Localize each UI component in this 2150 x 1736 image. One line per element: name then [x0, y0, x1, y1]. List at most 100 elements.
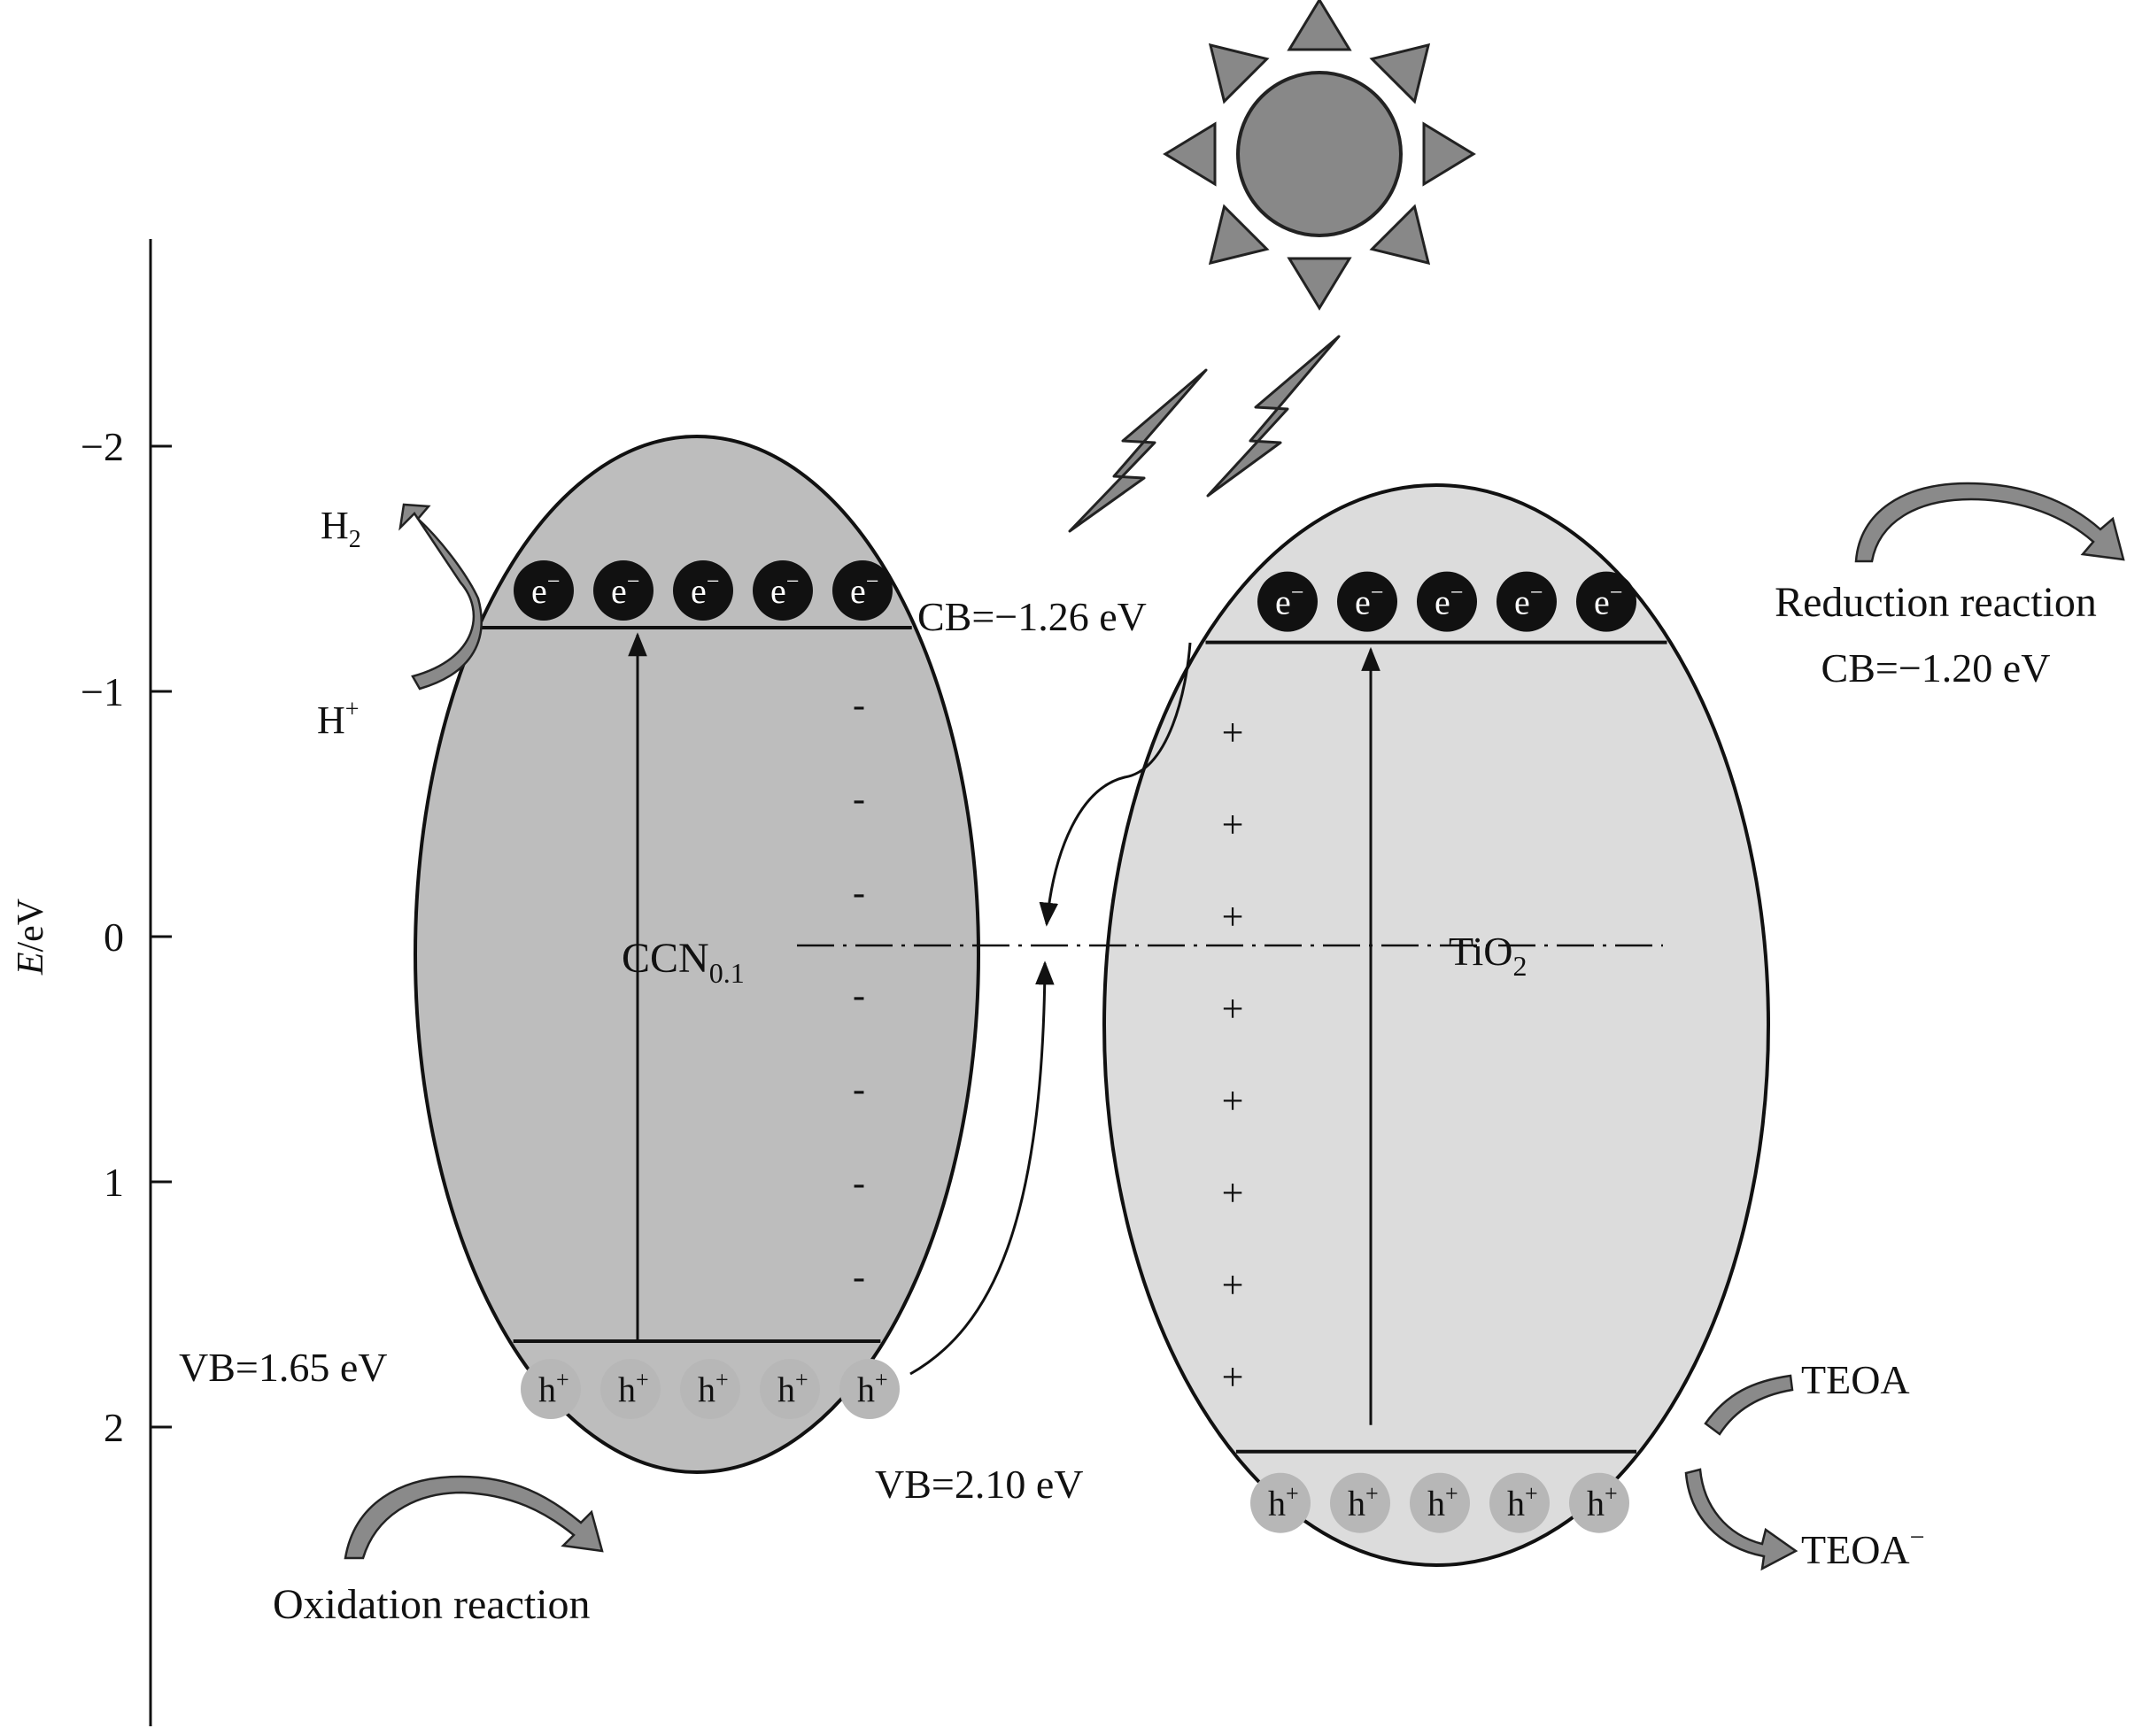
hole: h+	[600, 1359, 661, 1420]
electron: e−	[832, 559, 893, 621]
axis-label: E/eV	[11, 899, 51, 976]
tio2-positive-charges: ++++++++	[1222, 711, 1244, 1399]
ccn-holes: h+ h+ h+ h+ h+	[521, 1359, 900, 1420]
positive-charge: +	[1222, 803, 1244, 846]
svg-text:h+: h+	[618, 1367, 649, 1409]
negative-charge: -	[853, 873, 865, 914]
hole: h+	[760, 1359, 820, 1420]
tio2-cb-label: CB=−1.20 eV	[1821, 645, 2051, 691]
negative-charge: -	[853, 685, 865, 726]
hole: h+	[839, 1359, 900, 1420]
ccn-cb-label: CB=−1.26 eV	[917, 594, 1147, 639]
negative-charge: -	[853, 1257, 865, 1298]
axis-tick-label: 0	[104, 914, 124, 960]
axis-tick-label: −1	[81, 669, 124, 714]
sun-disc	[1236, 71, 1403, 237]
tio2-particle	[1102, 483, 1770, 1567]
negative-charge: -	[853, 1069, 865, 1110]
electron: e−	[753, 559, 813, 621]
electron: e−	[593, 559, 654, 621]
svg-text:h+: h+	[538, 1367, 569, 1409]
hole: h+	[1410, 1472, 1470, 1533]
positive-charge: +	[1222, 1263, 1244, 1307]
svg-text:h+: h+	[1507, 1481, 1538, 1524]
svg-text:e−: e−	[1355, 580, 1383, 622]
hole: h+	[1330, 1472, 1390, 1533]
tio2-electrons: e− e− e− e− e−	[1257, 571, 1636, 632]
positive-charge: +	[1222, 987, 1244, 1030]
teoa-minus-label: TEOA−	[1801, 1523, 1925, 1572]
svg-text:h+: h+	[1348, 1481, 1379, 1524]
hole: h+	[680, 1359, 740, 1420]
positive-charge: +	[1222, 1171, 1244, 1215]
negative-charge: -	[853, 976, 865, 1016]
svg-text:h+: h+	[1268, 1481, 1299, 1524]
sun-ray	[1422, 121, 1476, 187]
reduction-label: Reduction reaction	[1775, 579, 2097, 626]
oxidation-arrow	[344, 1475, 604, 1560]
teoa-label: TEOA	[1801, 1357, 1910, 1402]
svg-text:h+: h+	[857, 1367, 888, 1409]
electron: e−	[1576, 571, 1636, 632]
svg-text:e−: e−	[1435, 580, 1463, 622]
electron: e−	[1417, 571, 1477, 632]
sun-ray	[1369, 204, 1431, 266]
electron: e−	[514, 559, 574, 621]
reduction-arrow	[1854, 482, 2125, 563]
hole-transfer-arrow	[909, 961, 1055, 1376]
sun-ray	[1369, 42, 1431, 104]
ccn-electrons: e− e− e− e− e−	[514, 559, 893, 621]
hole: h+	[1250, 1472, 1311, 1533]
tio2-vb-label: VB=2.10 eV	[875, 1462, 1083, 1507]
ccn-vb-label: VB=1.65 eV	[179, 1345, 387, 1390]
positive-charge: +	[1222, 1355, 1244, 1399]
sun-ray	[1208, 204, 1270, 266]
electron-transfer-arrow	[1039, 642, 1192, 927]
axis-tick-label: −2	[81, 424, 124, 469]
hole: h+	[1569, 1472, 1629, 1533]
h-plus-label: H+	[317, 696, 360, 742]
svg-text:h+: h+	[777, 1367, 808, 1409]
positive-charge: +	[1222, 1079, 1244, 1123]
electron: e−	[1257, 571, 1318, 632]
hole: h+	[1489, 1472, 1550, 1533]
ccn-negative-charges: - - - - - - -	[853, 685, 865, 1298]
ccn-particle	[414, 435, 980, 1474]
svg-text:e−: e−	[531, 568, 560, 611]
sun-icon	[1163, 0, 1476, 311]
teoa-arrow	[1704, 1374, 1794, 1436]
negative-charge: -	[853, 1163, 865, 1204]
tio2-holes: h+ h+ h+ h+ h+	[1250, 1472, 1629, 1533]
ccn-label: CCN0.1	[622, 935, 745, 989]
svg-text:h+: h+	[1587, 1481, 1618, 1524]
sun-ray	[1163, 121, 1217, 187]
axis-tick-label: 1	[104, 1160, 124, 1205]
electron: e−	[673, 559, 733, 621]
svg-text:e−: e−	[1514, 580, 1543, 622]
svg-text:e−: e−	[691, 568, 719, 611]
sun-ray	[1208, 42, 1270, 104]
svg-text:h+: h+	[698, 1367, 729, 1409]
hole: h+	[521, 1359, 581, 1420]
svg-text:e−: e−	[611, 568, 639, 611]
lightning-bolt-icon	[1068, 368, 1208, 533]
electron: e−	[1337, 571, 1397, 632]
negative-charge: -	[853, 779, 865, 820]
svg-text:h+: h+	[1427, 1481, 1458, 1524]
h2-label: H2	[321, 504, 361, 553]
lightning-bolt-icon	[1206, 335, 1341, 498]
svg-text:e−: e−	[1275, 580, 1303, 622]
sun-ray	[1287, 0, 1352, 51]
tio2-label: TiO2	[1449, 929, 1527, 982]
electron: e−	[1496, 571, 1557, 632]
oxidation-label: Oxidation reaction	[273, 1581, 591, 1628]
positive-charge: +	[1222, 895, 1244, 938]
h-plus-to-h2-arrow	[398, 503, 483, 691]
svg-text:e−: e−	[850, 568, 878, 611]
teoa-minus-arrow	[1684, 1468, 1798, 1571]
sun-ray	[1287, 257, 1352, 311]
